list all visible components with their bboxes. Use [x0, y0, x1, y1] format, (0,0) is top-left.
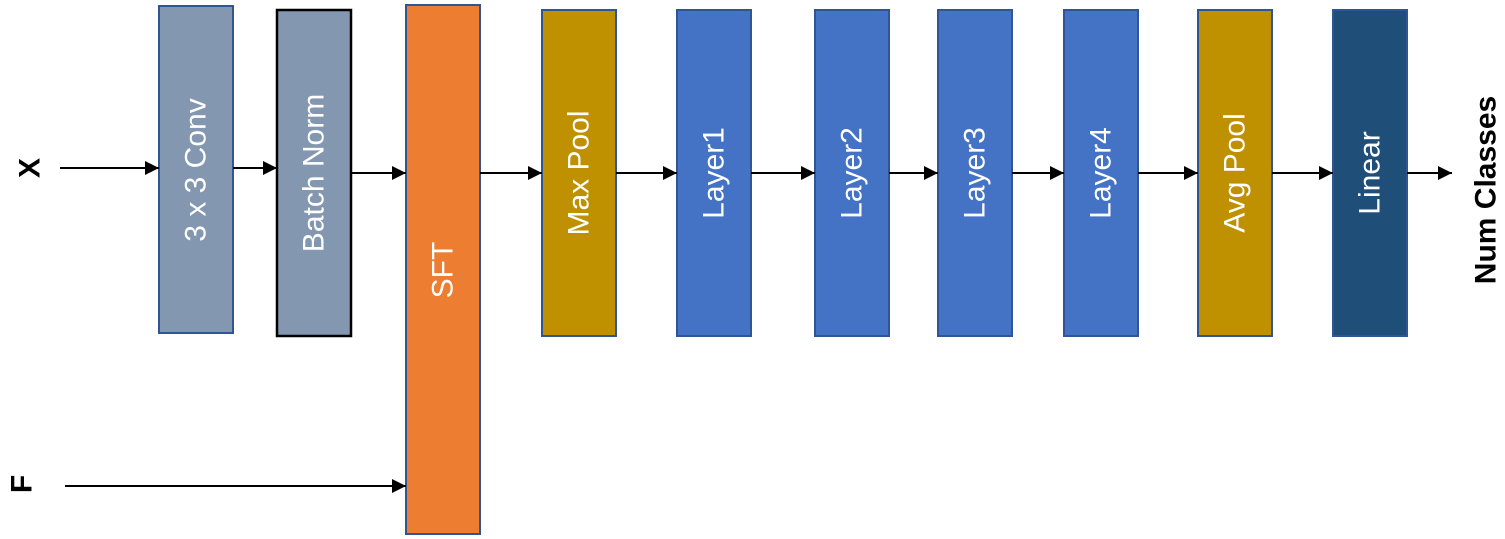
block-batchnorm-label: Batch Norm	[298, 94, 331, 252]
block-maxpool-label: Max Pool	[563, 110, 596, 235]
block-layer3-box	[937, 9, 1013, 337]
block-conv-box	[158, 5, 234, 334]
block-batchnorm: Batch Norm	[275, 8, 353, 338]
block-linear-box	[1332, 9, 1408, 337]
output-label: Num Classes	[1470, 96, 1503, 284]
block-layer3-label: Layer3	[959, 127, 992, 219]
input-f-label: F	[6, 475, 39, 493]
arrows	[60, 161, 1452, 493]
block-conv: 3 x 3 Conv	[158, 5, 234, 334]
block-maxpool: Max Pool	[541, 9, 617, 337]
block-layer4-label: Layer4	[1085, 127, 1118, 219]
block-avgpool: Avg Pool	[1197, 9, 1273, 337]
block-layer3: Layer3	[937, 9, 1013, 337]
block-layer1-label: Layer1	[698, 127, 731, 219]
block-conv-label: 3 x 3 Conv	[180, 98, 213, 241]
block-layer4: Layer4	[1063, 9, 1139, 337]
block-sft: SFT	[405, 4, 481, 535]
block-layer1: Layer1	[676, 9, 752, 337]
block-sft-box	[405, 4, 481, 535]
block-layer1-box	[676, 9, 752, 337]
block-avgpool-label: Avg Pool	[1219, 113, 1252, 233]
input-x-label: X	[14, 158, 47, 178]
block-layer2-label: Layer2	[836, 127, 869, 219]
block-layer2: Layer2	[814, 9, 890, 337]
block-sft-label: SFT	[427, 242, 460, 299]
block-linear: Linear	[1332, 9, 1408, 337]
block-linear-label: Linear	[1354, 131, 1387, 214]
block-batchnorm-box	[275, 8, 353, 338]
